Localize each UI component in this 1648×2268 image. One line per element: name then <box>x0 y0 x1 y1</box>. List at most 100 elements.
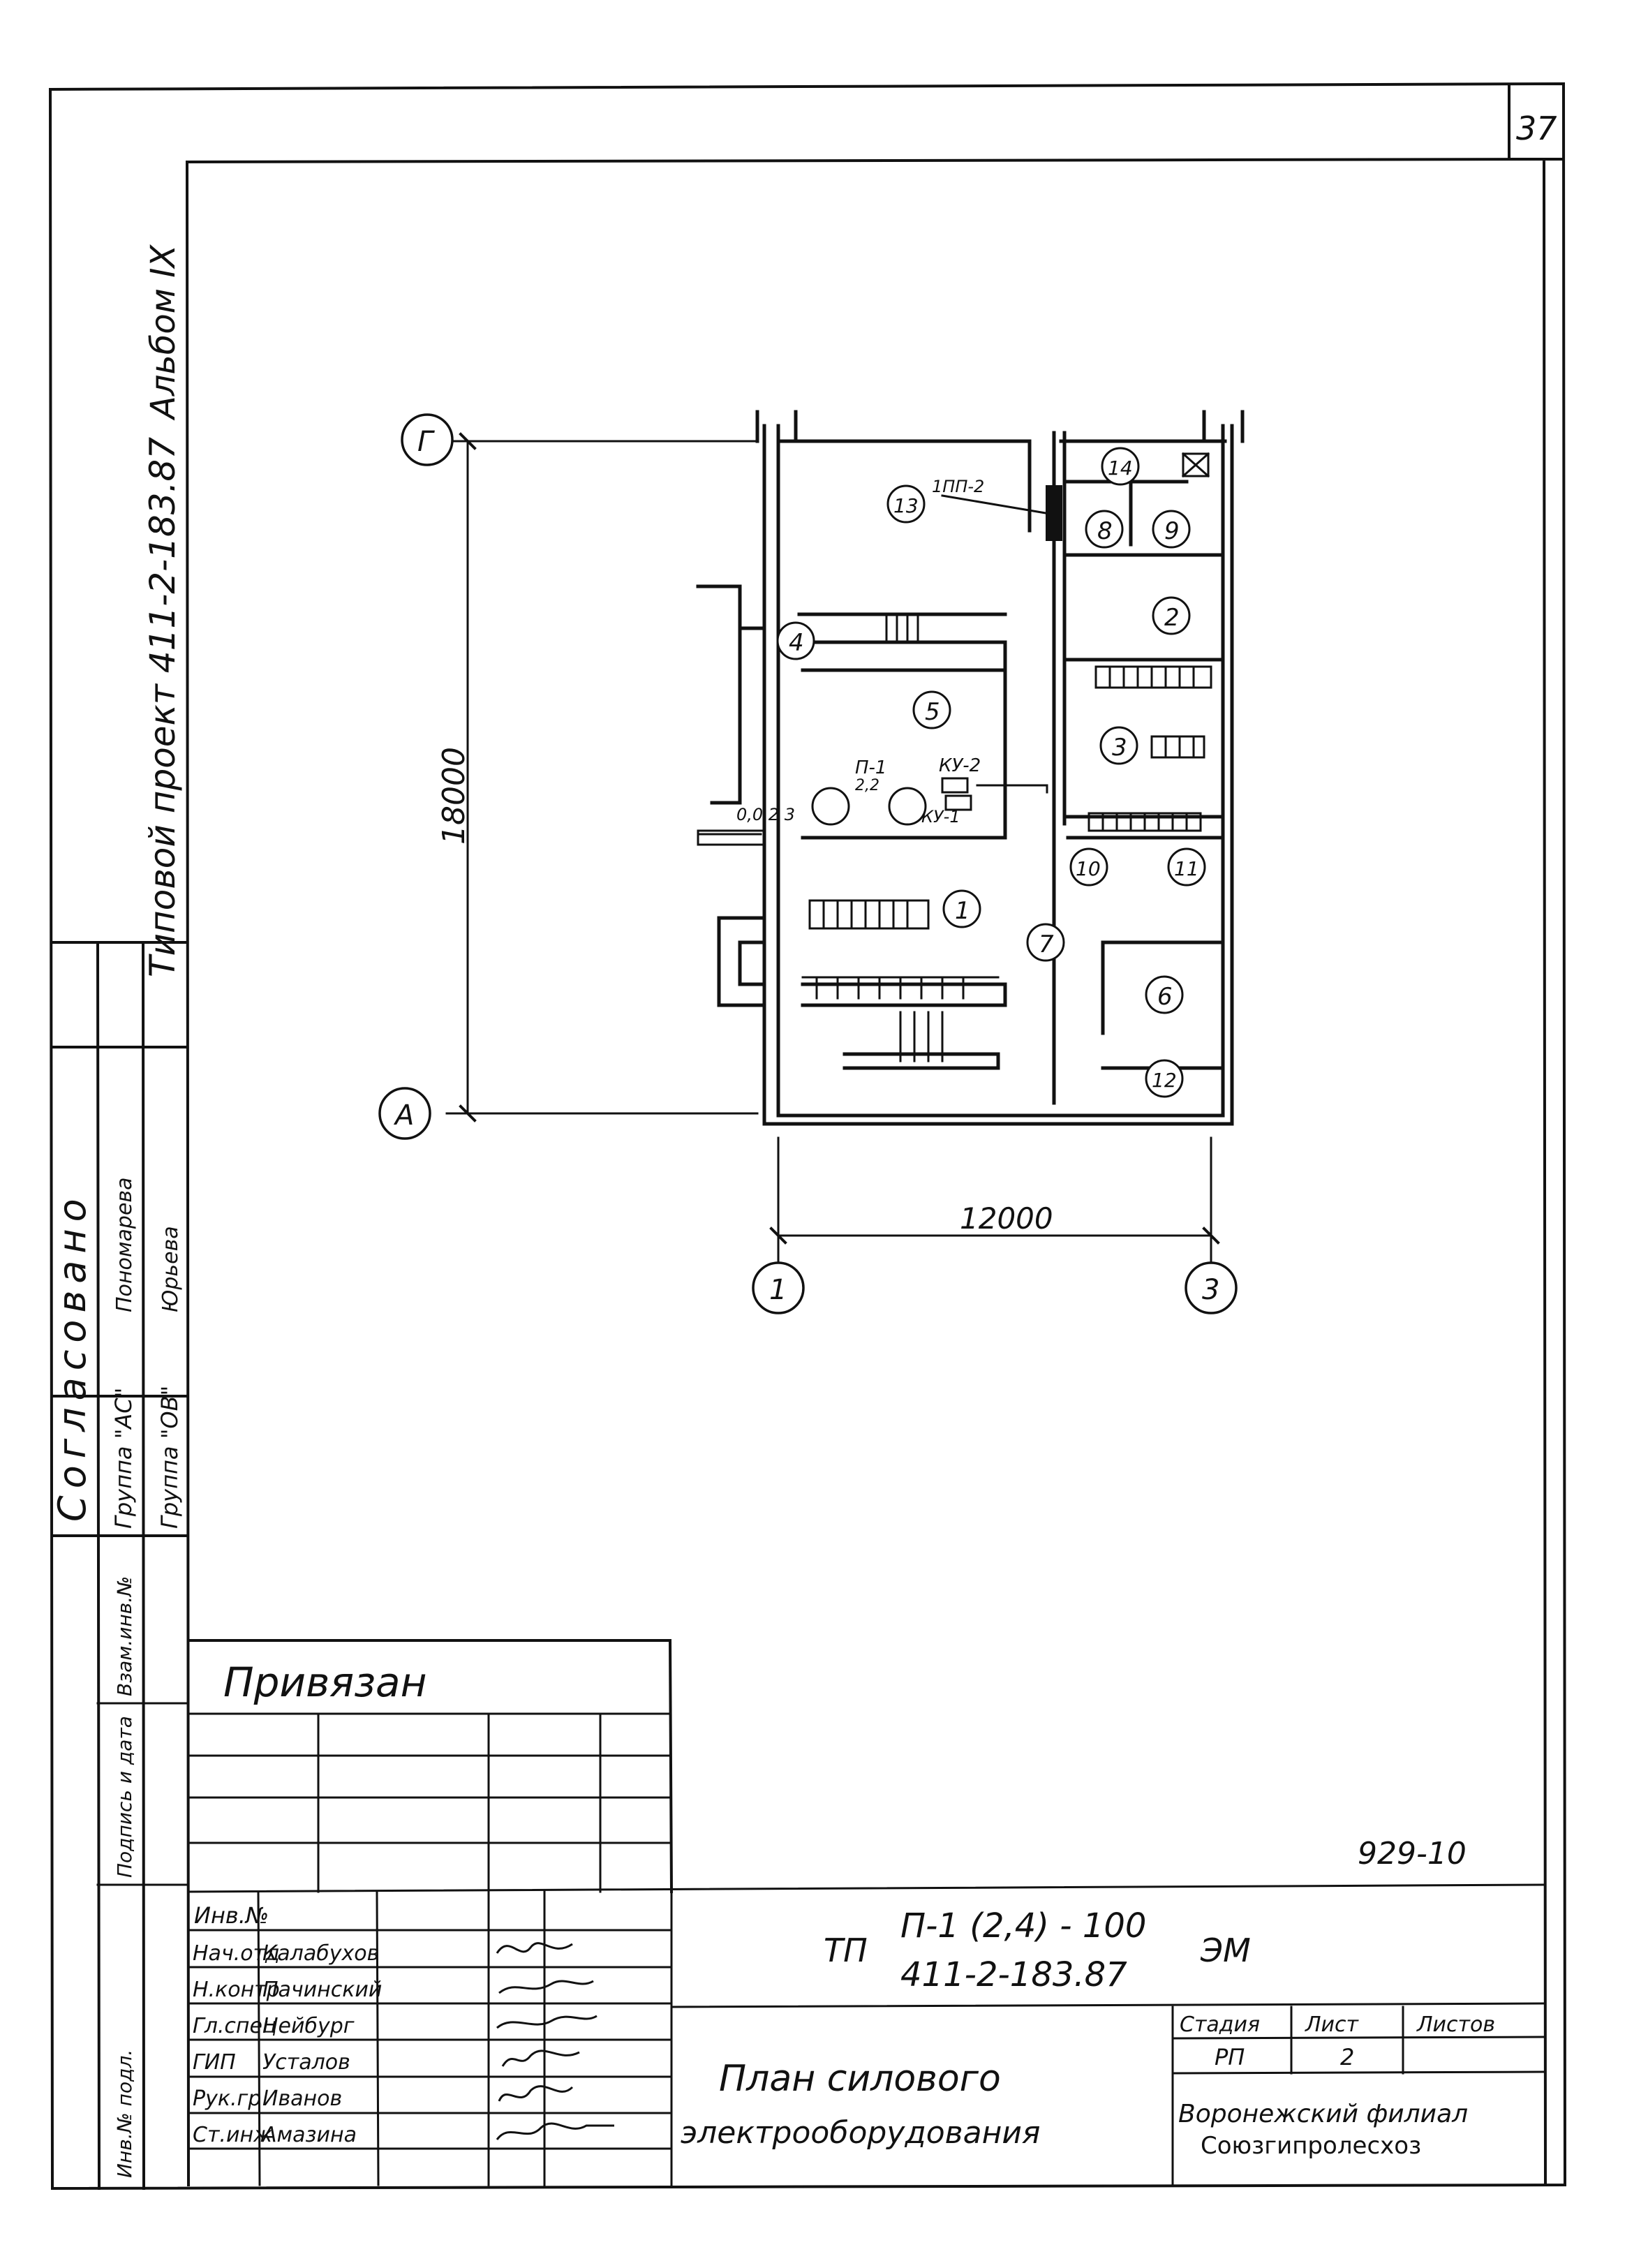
room-bubble <box>1101 447 1140 486</box>
privyazan-box <box>187 1639 674 1894</box>
inv-label: Инв.№ <box>194 1902 269 1929</box>
room-number: 1 <box>955 897 970 925</box>
staff-name: Иванов <box>262 2087 342 2111</box>
org-name-1: Воронежский филиал <box>1178 2100 1468 2128</box>
staff-name: Усталов <box>262 2050 350 2075</box>
staff-role: Н.контр <box>193 1978 280 2002</box>
room-number: 14 <box>1108 457 1133 480</box>
room-number: 11 <box>1174 857 1199 880</box>
drawing-title-2: электрооборудования <box>681 2115 1040 2151</box>
code-prefix: ТП <box>824 1932 868 1969</box>
panel-leader <box>941 494 1047 514</box>
drawing-title-1: План силового <box>719 2058 1001 2100</box>
stamp-header-inv: Инв.№ подл. <box>113 2050 136 2178</box>
agreement-group-ov: Группа "ОВ" <box>156 1386 183 1529</box>
code-top: П-1 (2,4) - 100 <box>900 1906 1146 1945</box>
sheet-outer-border <box>48 82 1567 2191</box>
room-number: 2 <box>1164 604 1180 632</box>
agreement-group-as: Группа "АС" <box>110 1388 137 1529</box>
dim-horizontal: 12000 <box>960 1201 1053 1236</box>
sheet-header: Лист <box>1305 2013 1360 2037</box>
staff-role: ГИП <box>193 2050 236 2075</box>
stamp-column-dividers <box>96 1534 188 1886</box>
ku1-box <box>944 794 972 811</box>
p1-label: П-1 <box>855 757 886 778</box>
axis-bubble-g <box>401 413 454 466</box>
stage-header: Стадия <box>1180 2013 1260 2037</box>
sheets-header: Листов <box>1416 2013 1495 2037</box>
code-bottom: 411-2-183.87 <box>900 1955 1127 1994</box>
agreement-title: Согласовано <box>50 1192 94 1522</box>
room-number: 10 <box>1076 857 1101 880</box>
stamp-header-replace: Взам.инв.№ <box>113 1576 136 1696</box>
title-block-frame <box>187 1883 1545 2150</box>
left-strip-verticals <box>96 940 146 2191</box>
left-strip-line <box>51 941 188 1537</box>
title-block-right-grid <box>670 2002 1545 2186</box>
staff-name: Калабухов <box>262 1941 379 1966</box>
room-number: 9 <box>1164 517 1180 545</box>
crossed-box-symbol <box>1182 452 1210 477</box>
code-suffix: ЭМ <box>1200 1932 1251 1969</box>
stage-value: РП <box>1215 2044 1245 2070</box>
plan-hatching <box>697 613 1212 1062</box>
axis-bubble-a <box>378 1087 431 1140</box>
axis-bubble-1 <box>752 1261 805 1314</box>
panel-label: 1ПП-2 <box>932 477 984 496</box>
p1-motor-symbol <box>811 787 850 826</box>
sheet-inner-frame <box>185 157 1566 2187</box>
dim-vertical: 18000 <box>436 747 472 845</box>
building-plan <box>696 410 1245 1126</box>
room-bubble <box>1069 847 1108 887</box>
dim-line-horizontal <box>777 1136 1212 1279</box>
room-bubble <box>886 484 926 524</box>
room-number: 3 <box>1112 734 1127 762</box>
ku2-box <box>941 777 969 794</box>
agreement-name-ov: Юрьева <box>158 1226 183 1312</box>
staff-role: Рук.гр <box>193 2087 261 2111</box>
ku1-label: КУ-1 <box>921 807 960 827</box>
staff-name: Нейбург <box>262 2014 355 2038</box>
cable-line <box>976 784 1048 794</box>
room-bubble <box>1026 923 1065 962</box>
axis-label-g: Г <box>417 426 435 458</box>
axis-label-a: А <box>393 1099 414 1132</box>
dim-ticks <box>459 432 1220 1245</box>
room-number: 6 <box>1157 983 1173 1011</box>
privyazan-label: Привязан <box>223 1659 427 1706</box>
ku2-label: КУ-2 <box>939 755 981 776</box>
room-number: 4 <box>789 629 804 657</box>
level-mark: 0,0 2 3 <box>736 805 795 824</box>
project-label: Типовой проект 411-2-183.87 <box>142 437 183 977</box>
stamp-header-sign: Подпись и дата <box>113 1716 136 1878</box>
room-bubble <box>942 889 981 928</box>
room-number: 12 <box>1152 1069 1177 1092</box>
room-bubble <box>776 621 815 660</box>
room-bubble <box>1099 726 1138 765</box>
axis-label-3: 3 <box>1202 1274 1219 1306</box>
room-number: 13 <box>893 494 919 517</box>
p1-value: 2,2 <box>855 777 879 794</box>
album-label: Альбом IX <box>144 244 183 421</box>
room-bubble <box>1145 1059 1184 1098</box>
room-bubble <box>1167 847 1206 887</box>
org-name-2: Союзгипролесхоз <box>1201 2132 1421 2160</box>
room-number: 5 <box>925 698 940 726</box>
sheet-value: 2 <box>1340 2044 1354 2070</box>
axis-bubble-3 <box>1185 1261 1238 1314</box>
signatures <box>496 1942 614 2140</box>
room-number: 7 <box>1039 931 1054 958</box>
room-bubble <box>912 690 951 729</box>
room-number: 8 <box>1097 517 1113 545</box>
dim-line-vertical <box>445 440 759 1115</box>
axis-label-1: 1 <box>769 1274 787 1306</box>
page-number: 37 <box>1516 110 1557 147</box>
panel-board-symbol <box>1046 485 1062 541</box>
room-bubble <box>1152 510 1191 549</box>
room-bubble <box>1152 596 1191 635</box>
title-block-cols <box>257 1890 673 2186</box>
staff-name: Пачинский <box>262 1978 382 2002</box>
room-bubble <box>1085 510 1124 549</box>
room-bubble <box>1145 975 1184 1014</box>
